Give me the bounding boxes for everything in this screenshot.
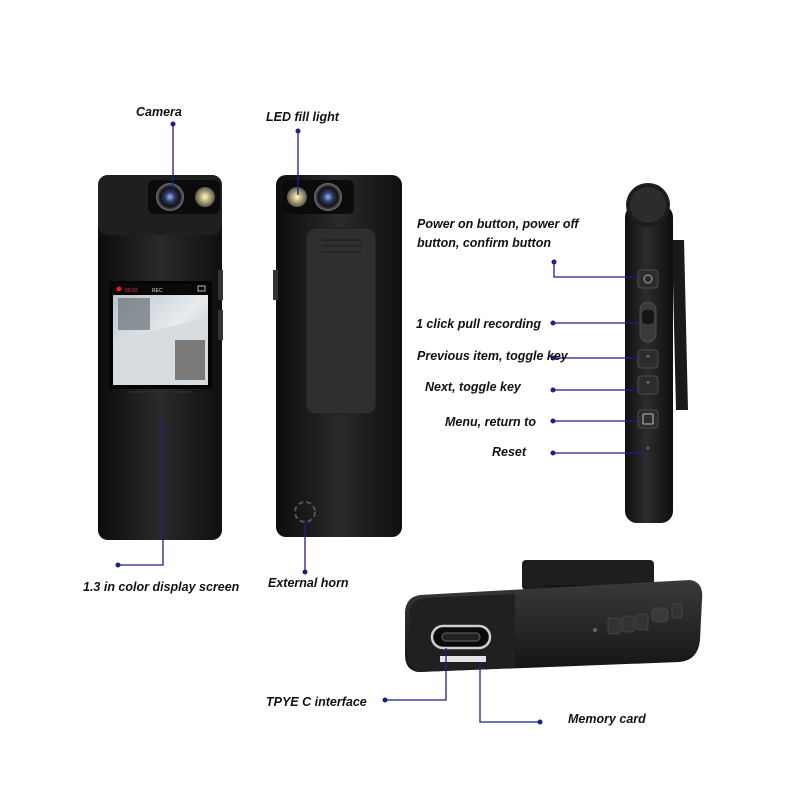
side-device: ˄ ˅ [625,183,688,523]
power-button [637,269,659,289]
callout-dot [115,562,121,568]
belt-clip [305,227,377,415]
screen-photo-person [175,340,205,380]
record-slider-knob [642,310,654,324]
front-device: 00:03 REC [98,175,223,540]
bottom-power-button [671,603,683,619]
led-light-icon [195,187,215,207]
label-power-button-line1: Power on button, power off [417,217,579,231]
label-power-button-line2: button, confirm button [417,236,551,250]
callout-line-display [118,420,164,566]
previous-button [637,349,659,369]
side-camera-cap-inner [630,187,666,223]
callout-lines [115,121,644,725]
chevron-down-icon: ˅ [646,380,651,392]
type-c-port-inner [441,632,481,642]
bottom-side-button [635,613,649,631]
camera-lens-icon [156,183,184,211]
callout-dot [170,121,176,127]
side-clip [672,240,688,410]
battery-icon [197,285,206,292]
menu-button [637,409,659,429]
label-one-click-recording: 1 click pull recording [416,317,542,331]
back-device [273,175,402,537]
screen-time-text: 00:03 [125,288,138,294]
callout-line-memory [479,662,540,723]
bottom-reset-hole [593,628,597,632]
callout-dot [551,259,557,265]
label-memory-card: Memory card [568,712,646,726]
chevron-up-icon: ˄ [646,354,651,366]
next-button [637,375,659,395]
screen-status-bar [113,284,208,294]
label-camera: Camera [136,105,182,119]
label-led-fill-light: LED fill light [266,110,339,124]
bottom-clip [522,560,654,590]
side-button-nub [273,270,278,300]
callout-dot [550,387,556,393]
screen-rec-text: REC [152,288,163,294]
memory-card-slot [440,656,486,662]
led-fill-light-icon [287,187,307,207]
callout-dot [382,697,388,703]
screen-photo-person [118,298,150,330]
label-previous-item: Previous item, toggle key [417,349,568,363]
side-button-nub [218,270,223,300]
callout-dot [537,719,543,725]
bottom-side-button [607,617,621,635]
label-external-horn: External horn [268,576,349,590]
side-button-nub [218,310,223,340]
reset-hole [646,446,650,450]
label-next-item: Next, toggle key [425,380,521,394]
callout-line-power [553,262,636,278]
rec-dot-icon [116,286,122,292]
bottom-device [405,560,703,672]
label-menu-return: Menu, return to [445,415,536,429]
menu-square-icon [642,413,654,425]
label-type-c: TPYE C interface [266,695,367,709]
callout-line-type-c [385,648,447,701]
camera-lens-icon [314,183,342,211]
power-icon [643,274,653,284]
callout-dot [295,128,301,134]
callout-dot [550,450,556,456]
callout-dot [550,418,556,424]
callout-dot [302,569,308,575]
bottom-side-button [621,615,635,633]
speaker-horn-icon [294,501,316,523]
label-display-screen: 1.3 in color display screen [83,580,240,594]
label-reset: Reset [492,445,527,459]
callout-dot [550,320,556,326]
callout-dot [550,355,556,361]
bottom-record-slider [651,607,669,623]
